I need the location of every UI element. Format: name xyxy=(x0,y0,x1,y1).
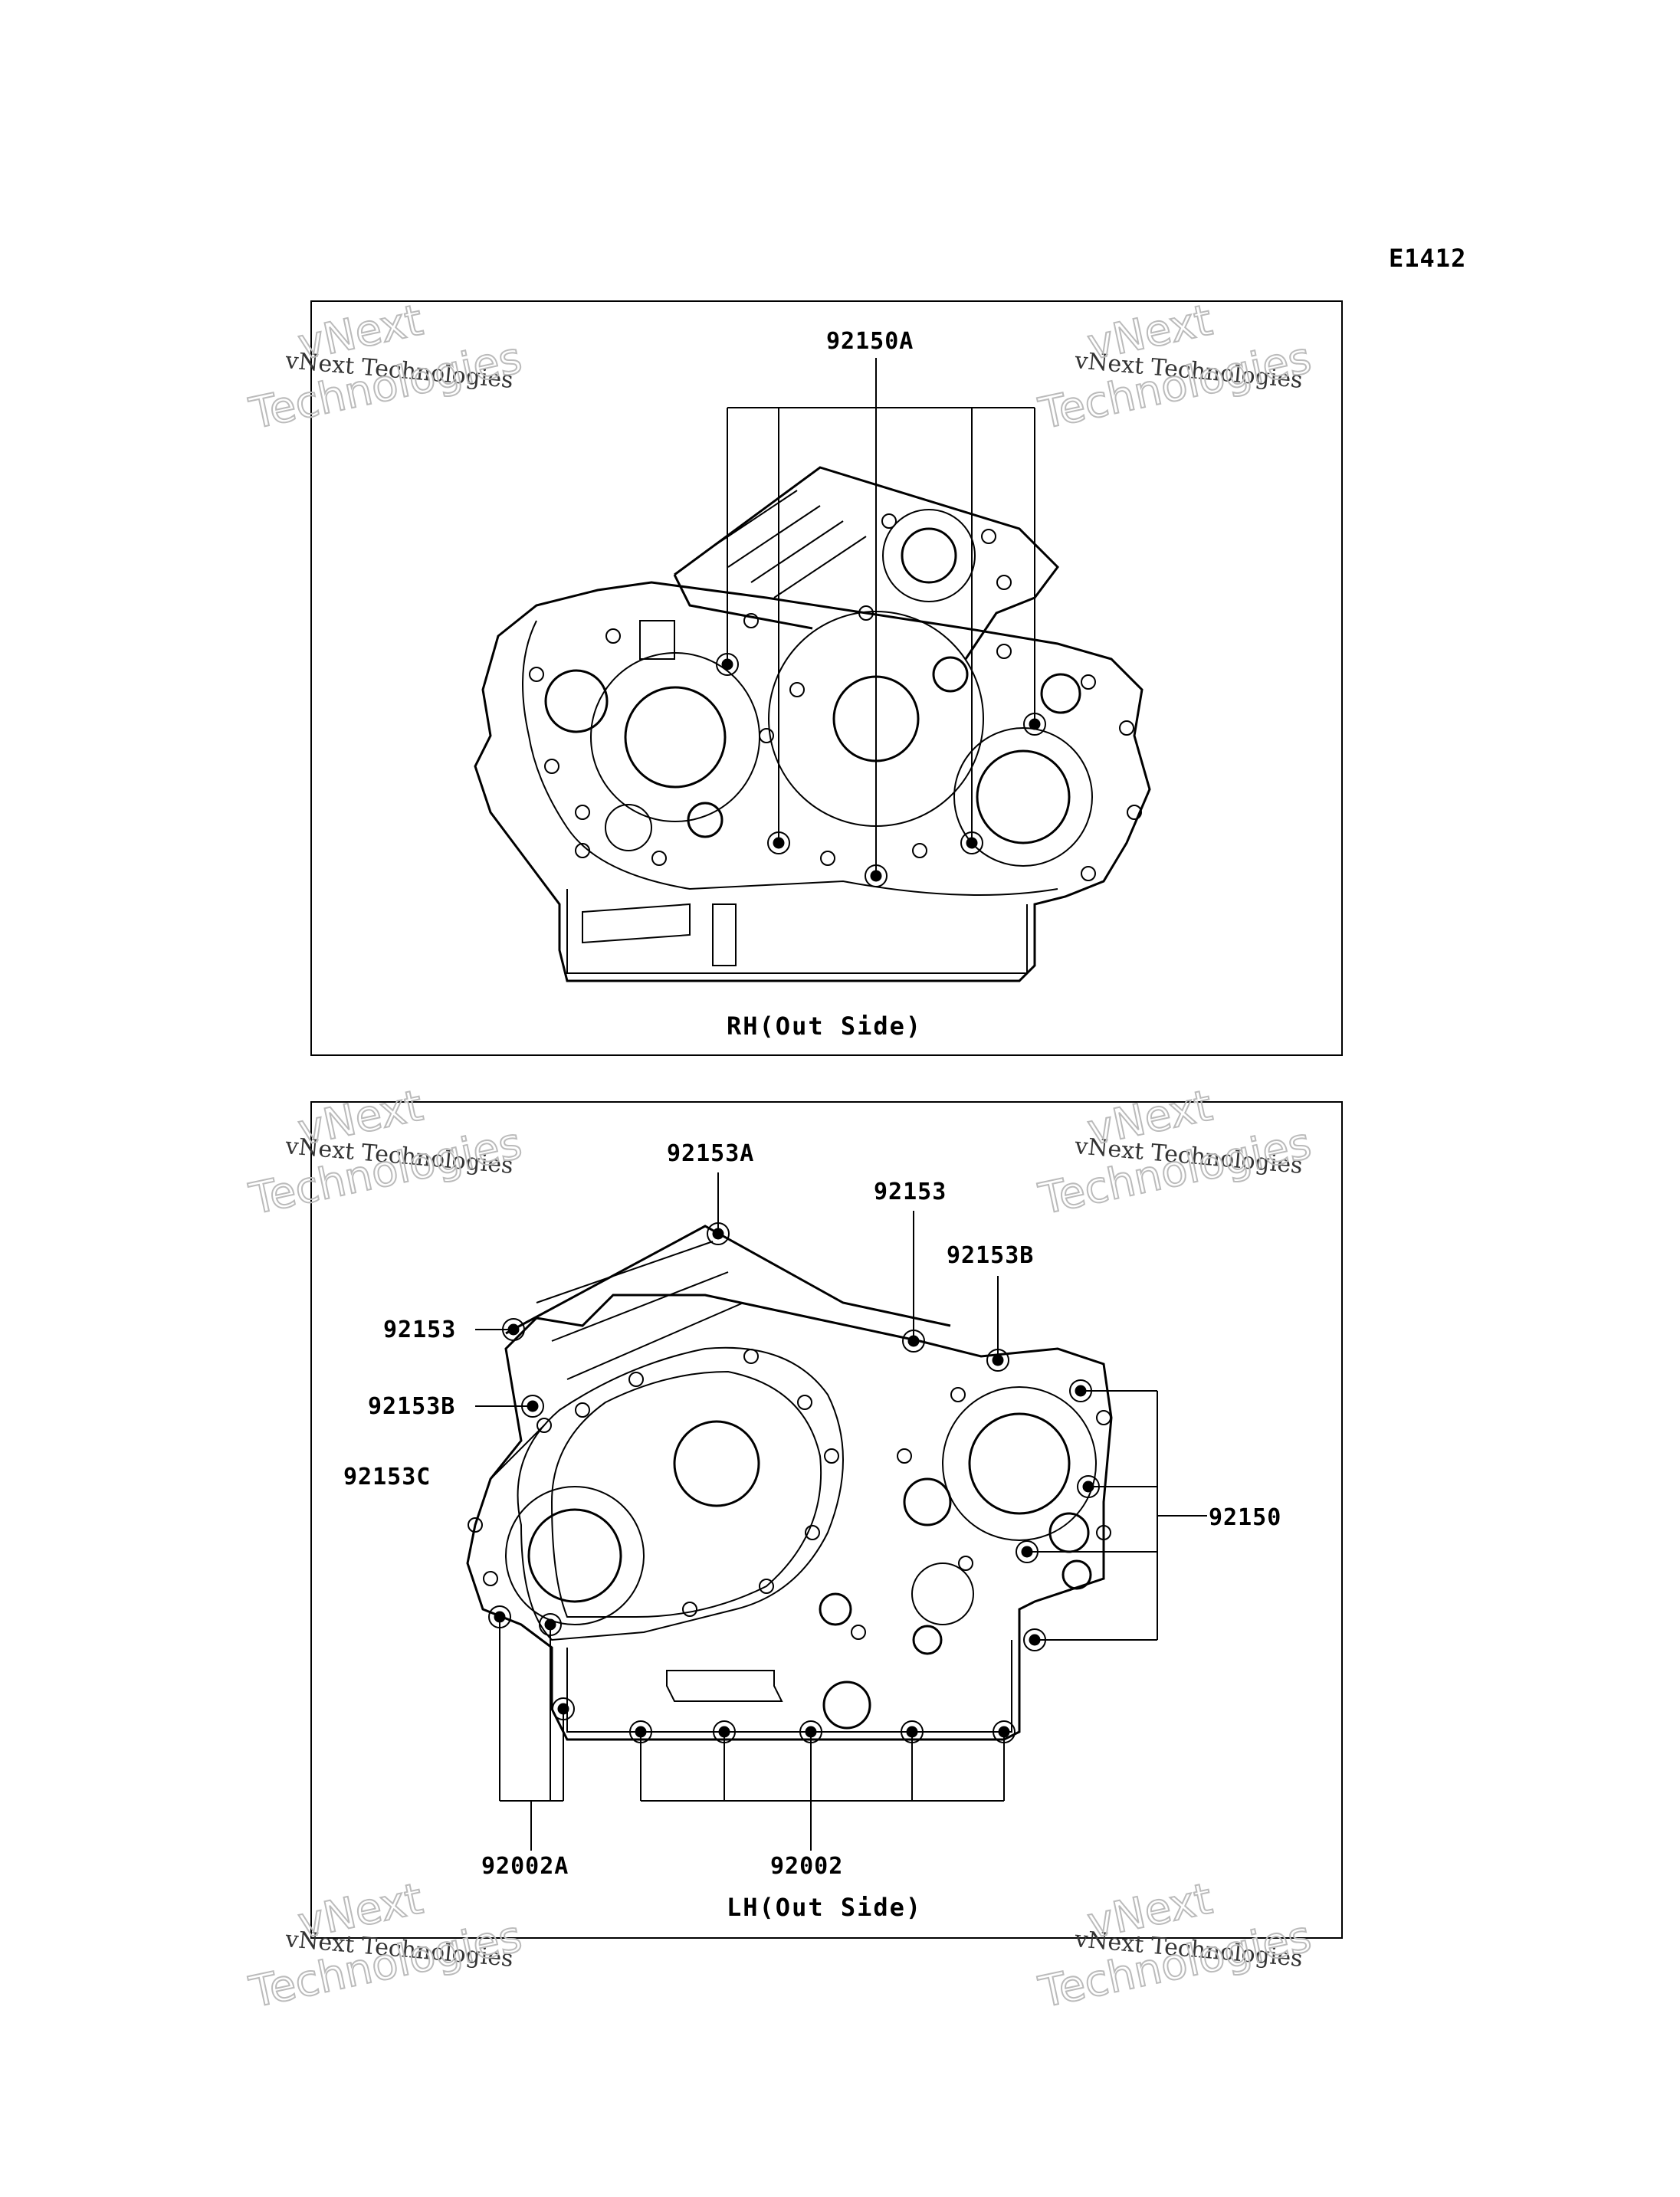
label-92153B-left: 92153B xyxy=(368,1393,455,1420)
rh-bolt-hole xyxy=(996,575,1012,590)
label-92150: 92150 xyxy=(1209,1504,1281,1531)
lh-bolt-hole xyxy=(575,1402,590,1418)
rh-bolt-hole xyxy=(1127,805,1142,820)
lh-bolt-hole xyxy=(958,1556,973,1571)
watermark-group: vNext Technologies vNext Technologies vN… xyxy=(244,294,1316,2018)
rh-bolt-hole xyxy=(981,529,996,544)
lh-bolt-hole xyxy=(824,1448,839,1464)
label-92002: 92002 xyxy=(770,1853,843,1880)
rh-caption: RH(Out Side) xyxy=(727,1012,922,1041)
label-92153C: 92153C xyxy=(343,1464,431,1490)
lh-bolt-hole xyxy=(1096,1525,1111,1540)
lh-bolt-hole xyxy=(950,1387,966,1402)
lh-bolt-hole xyxy=(628,1372,644,1387)
rh-bolt-hole xyxy=(651,851,667,866)
rh-bolt-hole xyxy=(544,759,559,774)
lh-crankcase-drawing xyxy=(466,1222,1113,1743)
lh-bolt-hole xyxy=(805,1525,820,1540)
rh-bolt-hole xyxy=(858,605,874,621)
label-92153A: 92153A xyxy=(667,1140,754,1167)
label-92153-top: 92153 xyxy=(874,1179,947,1205)
lh-bolt-hole xyxy=(1096,1410,1111,1425)
rh-bolt-hole xyxy=(575,805,590,820)
rh-bolt-hole xyxy=(575,843,590,858)
watermark-6: vNext Technologies vNext Technologies xyxy=(1034,1873,1316,2018)
rh-bolt-hole xyxy=(759,728,774,743)
lh-bolt-hole xyxy=(851,1625,866,1640)
rh-bolt-hole xyxy=(1081,674,1096,690)
rh-bolt-hole xyxy=(820,851,835,866)
watermark-4: vNext Technologies vNext Technologies xyxy=(1034,1080,1316,1225)
watermark-1: vNext Technologies vNext Technologies xyxy=(244,294,527,440)
rh-leader-lines xyxy=(727,358,1035,876)
label-92150A: 92150A xyxy=(826,328,914,355)
lh-bolt-hole xyxy=(897,1448,912,1464)
label-92002A: 92002A xyxy=(481,1853,569,1880)
rh-crankcase-drawing xyxy=(474,466,1151,982)
label-92153B-right: 92153B xyxy=(947,1242,1034,1269)
rh-bolt-hole xyxy=(1119,720,1134,736)
lh-bolt-hole xyxy=(759,1579,774,1594)
rh-bolt-hole xyxy=(996,644,1012,659)
watermark-2: vNext Technologies vNext Technologies xyxy=(1034,294,1316,440)
lh-panel-frame xyxy=(310,1101,1343,1939)
watermark-5: vNext Technologies vNext Technologies xyxy=(244,1873,527,2018)
lh-bolt-hole xyxy=(682,1602,697,1617)
lh-bolt-hole xyxy=(536,1418,552,1433)
rh-panel-frame xyxy=(310,300,1343,1056)
lh-leader-lines xyxy=(475,1172,1207,1851)
rh-bolt-hole xyxy=(743,613,759,628)
rh-bolt-hole xyxy=(881,513,897,529)
rh-bolt-hole xyxy=(789,682,805,697)
rh-bolt-hole xyxy=(1081,866,1096,881)
lh-bolt-hole xyxy=(743,1349,759,1364)
lh-caption: LH(Out Side) xyxy=(727,1893,922,1922)
lh-bolt-hole xyxy=(483,1571,498,1586)
rh-bolt-hole xyxy=(529,667,544,682)
lh-bolt-hole xyxy=(468,1517,483,1533)
drawing-code: E1412 xyxy=(1389,244,1467,273)
watermark-3: vNext Technologies vNext Technologies xyxy=(244,1080,527,1225)
rh-bolt-hole xyxy=(605,628,621,644)
label-92153-left: 92153 xyxy=(383,1317,456,1343)
lh-bolt-hole xyxy=(797,1395,812,1410)
rh-bolt-hole xyxy=(912,843,927,858)
